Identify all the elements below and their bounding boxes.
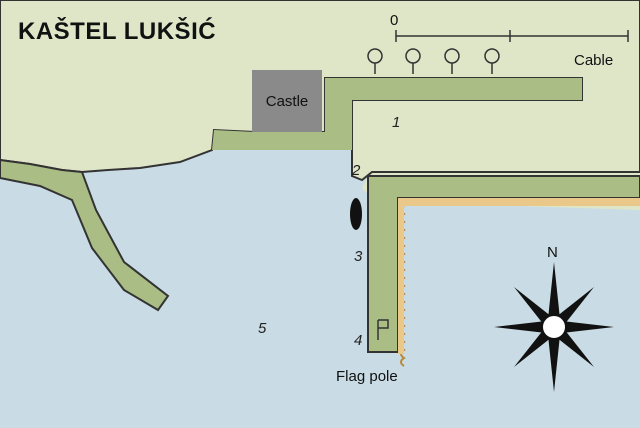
compass-rose-icon <box>494 262 614 392</box>
land-spit <box>0 158 170 312</box>
buoy-icon <box>350 198 362 230</box>
marker-5: 5 <box>258 320 267 337</box>
castle-label: Castle <box>265 92 309 110</box>
marker-2: 2 <box>352 162 361 179</box>
scale-unit-label: Cable <box>574 52 614 69</box>
marker-3: 3 <box>354 248 363 265</box>
tree-icon <box>444 48 460 74</box>
tree-icon <box>405 48 421 74</box>
castle-building <box>252 70 322 132</box>
flag-icon <box>377 319 389 340</box>
marker-4: 4 <box>354 332 363 349</box>
scale-bar <box>395 30 629 42</box>
trees <box>367 48 500 74</box>
rock-fill <box>398 198 640 354</box>
tree-icon <box>367 48 383 74</box>
rock-edge <box>400 198 637 367</box>
tree-icon <box>484 48 500 74</box>
marker-1: 1 <box>392 114 401 131</box>
map-title: KAŠTEL LUKŠIĆ <box>18 18 217 45</box>
flag-pole-label: Flag pole <box>336 368 398 385</box>
scale-start-label: 0 <box>390 12 399 29</box>
north-label: N <box>547 244 558 261</box>
